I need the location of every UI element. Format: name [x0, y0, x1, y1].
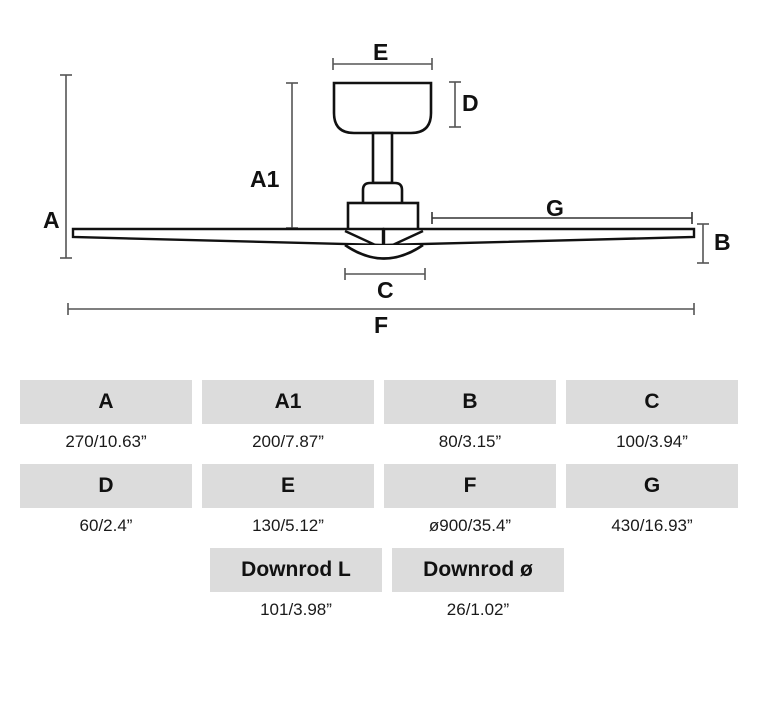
table-header-d: D	[20, 464, 192, 508]
table-cell-a: A 270/10.63”	[20, 380, 192, 460]
table-value-d: 60/2.4”	[20, 508, 192, 544]
dimension-label-A1: A1	[250, 166, 280, 192]
blade-right-shape	[382, 227, 696, 247]
table-header-c: C	[566, 380, 738, 424]
table-header-e: E	[202, 464, 374, 508]
dimension-label-D: D	[462, 90, 479, 116]
table-cell-b: B 80/3.15”	[384, 380, 556, 460]
dimension-line-D	[449, 81, 461, 128]
table-cell-g: G 430/16.93”	[566, 464, 738, 544]
table-header-a1: A1	[202, 380, 374, 424]
table-cell-downrod-length: Downrod L 101/3.98”	[210, 548, 382, 628]
table-value-downrod-diameter: 26/1.02”	[392, 592, 564, 628]
table-value-g: 430/16.93”	[566, 508, 738, 544]
dimension-line-G	[431, 212, 693, 224]
table-value-e: 130/5.12”	[202, 508, 374, 544]
table-cell-a1: A1 200/7.87”	[202, 380, 374, 460]
dimension-label-G: G	[546, 195, 564, 221]
dimension-label-F: F	[374, 312, 389, 338]
table-row: D 60/2.4” E 130/5.12” F ø900/35.4” G 430…	[20, 464, 774, 544]
blade-left-shape	[71, 227, 385, 247]
table-value-c: 100/3.94”	[566, 424, 738, 460]
table-cell-c: C 100/3.94”	[566, 380, 738, 460]
motor-housing-shape	[346, 201, 420, 232]
table-header-b: B	[384, 380, 556, 424]
dimension-spec-table: A 270/10.63” A1 200/7.87” B 80/3.15” C 1…	[0, 380, 774, 628]
dimension-line-A	[60, 74, 72, 259]
table-row: Downrod L 101/3.98” Downrod ø 26/1.02”	[0, 548, 774, 628]
downrod-coupling-shape	[361, 181, 404, 207]
table-cell-e: E 130/5.12”	[202, 464, 374, 544]
table-cell-downrod-diameter: Downrod ø 26/1.02”	[392, 548, 564, 628]
dimension-label-B: B	[714, 229, 731, 255]
table-header-downrod-length: Downrod L	[210, 548, 382, 592]
table-value-a1: 200/7.87”	[202, 424, 374, 460]
table-cell-d: D 60/2.4”	[20, 464, 192, 544]
dimension-label-A: A	[43, 207, 60, 233]
dimension-line-A1	[286, 82, 298, 229]
table-header-downrod-diameter: Downrod ø	[392, 548, 564, 592]
downrod-shape	[371, 131, 394, 185]
dimension-line-E	[332, 58, 433, 70]
canopy-shape	[332, 81, 433, 135]
table-value-b: 80/3.15”	[384, 424, 556, 460]
table-value-f: ø900/35.4”	[384, 508, 556, 544]
dimension-line-C	[344, 268, 426, 280]
table-value-downrod-length: 101/3.98”	[210, 592, 382, 628]
dimension-line-B	[697, 223, 709, 264]
dimension-label-E: E	[373, 39, 389, 65]
dimension-label-C: C	[377, 277, 394, 303]
table-header-f: F	[384, 464, 556, 508]
table-header-a: A	[20, 380, 192, 424]
table-header-g: G	[566, 464, 738, 508]
table-value-a: 270/10.63”	[20, 424, 192, 460]
fan-elevation-diagram: A A1 B C D E F G	[43, 39, 731, 338]
light-dome-shape	[344, 243, 424, 260]
table-row: A 270/10.63” A1 200/7.87” B 80/3.15” C 1…	[20, 380, 774, 460]
table-cell-f: F ø900/35.4”	[384, 464, 556, 544]
dimension-line-F	[67, 303, 695, 315]
